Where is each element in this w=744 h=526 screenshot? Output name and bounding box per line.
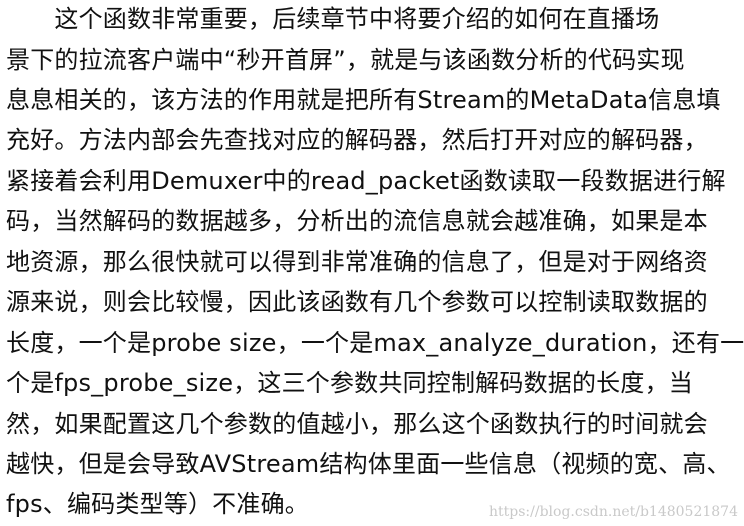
- paragraph-line-5: 紧接着会利用Demuxer中的read_packet函数读取一段数据进行解: [6, 167, 726, 195]
- paragraph-line-9: 长度，一个是probe size，一个是max_analyze_duration…: [6, 329, 744, 357]
- paragraph-line-2: 景下的拉流客户端中“秒开首屏”，就是与该函数分析的代码实现: [6, 46, 685, 74]
- paragraph-line-4: 充好。方法内部会先查找对应的解码器，然后打开对应的解码器，: [6, 126, 708, 154]
- paragraph-line-11: 然，如果配置这几个参数的值越小，那么这个函数执行的时间就会: [6, 410, 708, 438]
- paragraph-line-1: 这个函数非常重要，后续章节中将要介绍的如何在直播场: [6, 5, 660, 33]
- paragraph-line-7: 地资源，那么很快就可以得到非常准确的信息了，但是对于网络资: [6, 248, 708, 276]
- paragraph-line-8: 源来说，则会比较慢，因此该函数有几个参数可以控制读取数据的: [6, 288, 708, 316]
- paragraph-line-13: fps、编码类型等）不准确。: [6, 490, 309, 518]
- paragraph-line-10: 个是fps_probe_size，这三个参数共同控制解码数据的长度，当: [6, 369, 693, 397]
- paragraph-line-3: 息息相关的，该方法的作用就是把所有Stream的MetaData信息填: [6, 86, 721, 114]
- paragraph-line-6: 码，当然解码的数据越多，分析出的流信息就会越准确，如果是本: [6, 207, 708, 235]
- watermark-url: https://blog.csdn.net/b1480521874: [489, 504, 738, 520]
- paragraph-line-12: 越快，但是会导致AVStream结构体里面一些信息（视频的宽、高、: [6, 450, 731, 478]
